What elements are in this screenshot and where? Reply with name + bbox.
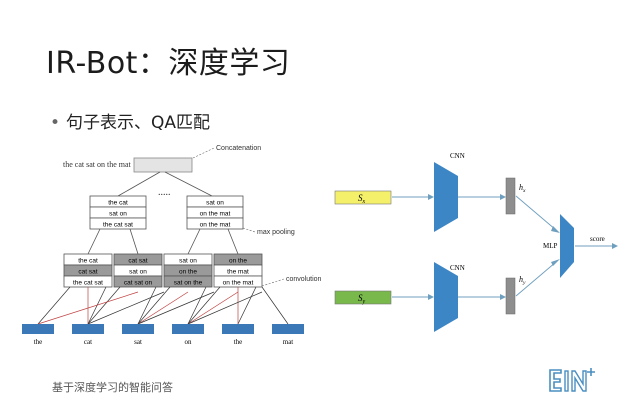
conv-cell: on the bbox=[229, 258, 247, 265]
concatenation-label: Concatenation bbox=[216, 145, 261, 152]
conv-cell: sat on bbox=[129, 269, 147, 276]
word-block bbox=[172, 324, 204, 334]
pooled-cell: the cat bbox=[108, 200, 128, 207]
cnn-top-label: CNN bbox=[450, 152, 465, 160]
word-block bbox=[22, 324, 54, 334]
footer-text: 基于深度学习的智能问答 bbox=[52, 381, 173, 394]
conv-cell: the mat bbox=[227, 269, 249, 276]
conv-cell: cat sat bbox=[78, 269, 97, 276]
hy-label: hy bbox=[519, 275, 526, 286]
word-block bbox=[122, 324, 154, 334]
word-blocks: the cat sat on the mat bbox=[22, 324, 304, 346]
sy-label: Sy bbox=[358, 293, 366, 305]
pooled-cell: sat on bbox=[109, 211, 127, 218]
conv-cell: on the bbox=[179, 269, 197, 276]
conv-column: the cat cat sat the cat sat bbox=[63, 253, 113, 288]
word-block bbox=[222, 324, 254, 334]
sx-label: Sx bbox=[358, 193, 366, 205]
convolution-label: convolution bbox=[286, 276, 322, 283]
pooled-cell: on the mat bbox=[200, 211, 231, 218]
word-block bbox=[72, 324, 104, 334]
bullet-text: 句子表示、QA匹配 bbox=[66, 113, 211, 133]
word-label: sat bbox=[134, 338, 142, 346]
sx-input-box bbox=[334, 190, 392, 205]
conv-column: sat on on the sat on the bbox=[163, 253, 213, 288]
sy-input-box bbox=[334, 290, 392, 305]
word-label: on bbox=[185, 338, 193, 346]
ein-logo bbox=[549, 368, 595, 392]
word-block bbox=[272, 324, 304, 334]
conv-cell: the cat sat bbox=[73, 280, 103, 287]
bullet-dot: • bbox=[50, 113, 61, 133]
qa-matching-diagram: Sx Sy CNN CNN hx hy MLP s bbox=[334, 152, 618, 332]
conv-column: cat sat sat on cat sat on bbox=[113, 253, 163, 288]
cnn-bottom-label: CNN bbox=[450, 264, 465, 272]
word-label: the bbox=[234, 338, 243, 346]
sentence-label: the cat sat on the mat bbox=[63, 160, 132, 169]
conv-cell: cat sat bbox=[128, 258, 147, 265]
hx-vector bbox=[505, 177, 516, 215]
hx-label: hx bbox=[519, 183, 526, 194]
word-label: cat bbox=[84, 338, 92, 346]
pooled-cell: on the mat bbox=[200, 222, 231, 229]
mlp-label: MLP bbox=[543, 242, 558, 250]
hy-vector bbox=[505, 277, 516, 315]
conv-cell: the cat bbox=[78, 258, 98, 265]
concatenation-box bbox=[133, 157, 193, 173]
conv-cell: sat on bbox=[179, 258, 197, 265]
slide-title: IR-Bot：深度学习 bbox=[46, 46, 291, 81]
ellipsis: ..... bbox=[158, 187, 171, 198]
pooled-group-left: the cat sat on the cat sat bbox=[89, 195, 147, 230]
conv-connections bbox=[37, 286, 289, 325]
conv-cell: sat on the bbox=[174, 280, 203, 287]
pooled-group-right: sat on on the mat on the mat bbox=[186, 195, 244, 230]
mlp-shape bbox=[560, 214, 574, 278]
max-pooling-label: max pooling bbox=[257, 229, 295, 236]
cnn-bottom-shape bbox=[434, 262, 458, 332]
conv-cell: on the mat bbox=[223, 280, 254, 287]
conv-column: on the the mat on the mat bbox=[213, 253, 263, 288]
conv-cell: cat sat on bbox=[124, 280, 153, 287]
word-label: mat bbox=[283, 338, 294, 346]
pooled-cell: sat on bbox=[206, 200, 224, 207]
word-label: the bbox=[34, 338, 43, 346]
score-label: score bbox=[590, 235, 605, 243]
cnn-top-shape bbox=[434, 162, 458, 232]
bullet-point: •句子表示、QA匹配 bbox=[50, 108, 210, 133]
pooled-cell: the cat sat bbox=[103, 222, 133, 229]
